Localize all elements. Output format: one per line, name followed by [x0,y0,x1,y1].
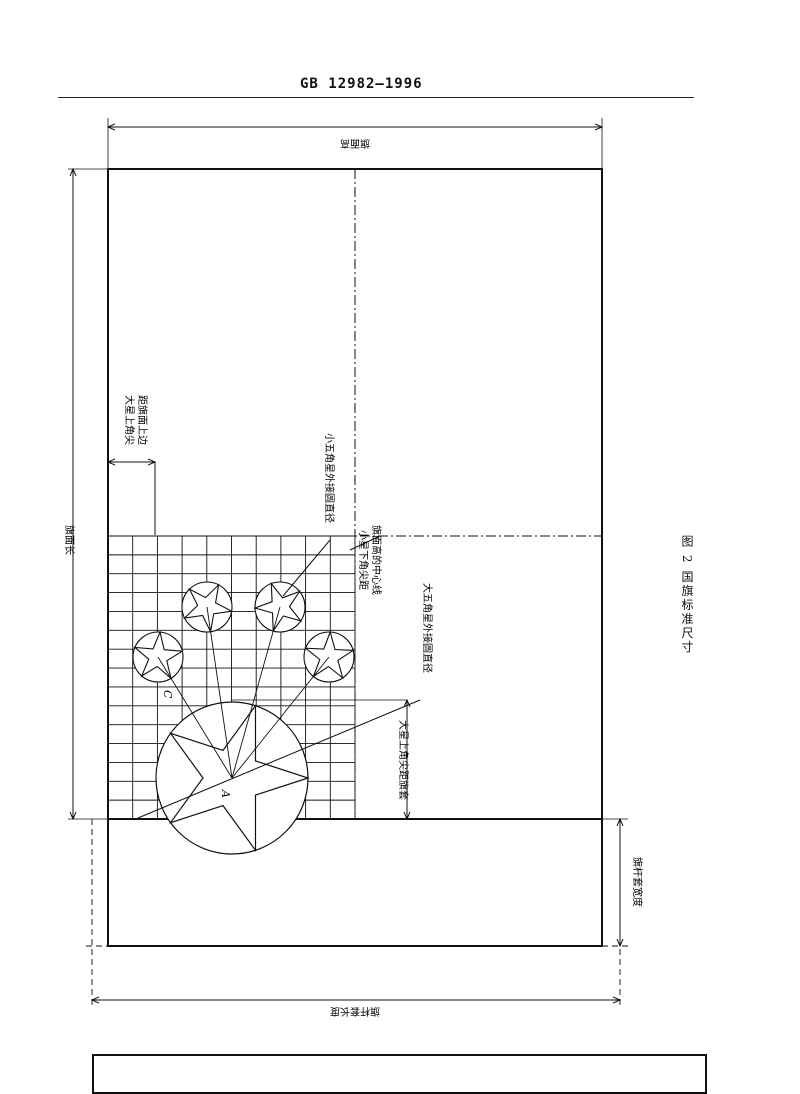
orientation-ray [231,606,281,779]
svg-text:距旗面上边: 距旗面上边 [136,395,149,445]
star-orientation-rays [157,606,330,779]
label-big-star-top: 大星上角尖 距旗面上边 [123,395,149,445]
label-small-star-bottom: 小星下角尖距 旗面高的中心线 [357,525,383,595]
svg-text:小星下角尖距: 小星下角尖距 [357,530,370,590]
figure-caption: 图 2 国旗标准尺寸 [680,535,694,655]
svg-text:大星上角尖: 大星上角尖 [123,395,136,445]
label-sleeve-length: 旗杆套长度 [330,1005,380,1018]
small-star [303,630,355,680]
label-flag-length: 旗面长 [63,525,76,555]
orientation-ray [206,606,233,779]
point-label-c: C [161,690,174,699]
small-star-center-leader [349,535,381,551]
bottom-frame [92,1054,707,1094]
small-star [183,583,234,634]
small-star-diameter-leader [282,539,331,597]
standard-number: GB 12982—1996 [300,76,423,92]
label-big-star-to-sleeve: 大星上角尖距旗套 [397,720,410,800]
small-star [133,630,185,680]
svg-text:旗面高的中心线: 旗面高的中心线 [370,525,383,595]
sleeve-outline [107,818,603,947]
label-big-star-diameter: 大五角星外接圆直径 [421,583,434,673]
small-star [253,581,303,633]
label-small-star-diameter: 小五角星外接圆直径 [323,433,336,523]
point-label-a: A [219,789,232,798]
orientation-ray [231,656,330,779]
big-star [168,703,310,853]
label-sleeve-width: 旗杆套宽度 [631,857,644,907]
label-flag-height: 旗面高 [340,137,370,150]
big-star-diameter-leader [137,699,421,819]
orientation-ray [157,656,233,779]
header-rule [58,97,694,98]
